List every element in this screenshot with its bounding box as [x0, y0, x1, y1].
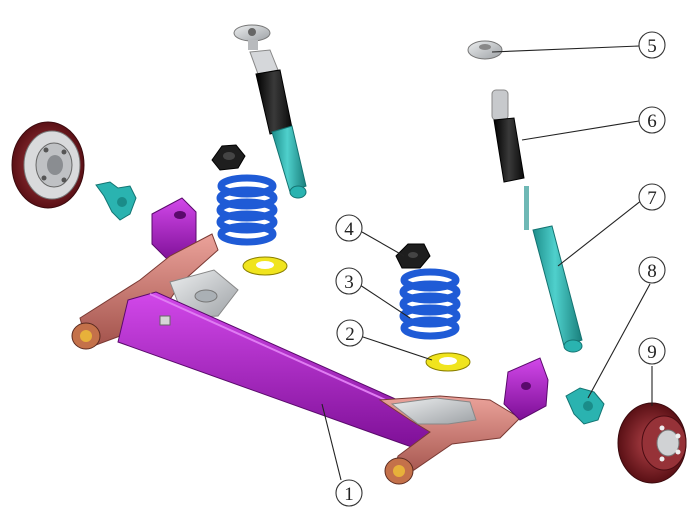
- left-brake-drum: [11, 121, 85, 209]
- left-wheel-hub: [95, 181, 137, 221]
- callout-9-label: 9: [647, 342, 657, 363]
- leader-3: [359, 284, 411, 319]
- left-coil-spring: [216, 174, 278, 246]
- leader-1: [321, 403, 342, 481]
- wheel-hub: [565, 387, 605, 425]
- top-mount: [467, 40, 503, 60]
- callout-6: 6: [638, 106, 666, 134]
- callout-5-label: 5: [647, 36, 657, 57]
- callout-7-label: 7: [647, 188, 657, 209]
- dust-boot: [491, 89, 525, 183]
- right-shock-absorber: [524, 186, 583, 353]
- callout-7: 7: [638, 183, 666, 211]
- bump-stop: [395, 243, 431, 269]
- leader-4: [361, 231, 405, 257]
- callout-4: 4: [335, 214, 363, 242]
- coil-spring: [399, 268, 461, 340]
- callout-3: 3: [335, 267, 363, 295]
- callout-8: 8: [638, 256, 666, 284]
- leader-6: [521, 120, 640, 141]
- callout-9: 9: [638, 337, 666, 365]
- rear-axle-beam: [71, 197, 549, 485]
- leader-8: [587, 283, 651, 399]
- callout-5: 5: [638, 31, 666, 59]
- leader-2: [359, 335, 433, 361]
- left-shock-absorber: [233, 24, 307, 199]
- callout-4-label: 4: [344, 219, 354, 240]
- leader-7: [557, 199, 643, 267]
- callout-1-label: 1: [344, 484, 354, 505]
- left-spring-seat: [242, 256, 288, 276]
- callout-6-label: 6: [647, 111, 657, 132]
- brake-drum: [617, 402, 687, 484]
- spring-seat: [425, 352, 471, 372]
- leader-5: [491, 45, 640, 53]
- callout-2: 2: [336, 319, 364, 347]
- leader-lines: [321, 45, 653, 481]
- callout-1: 1: [335, 479, 363, 507]
- callout-8-label: 8: [647, 261, 657, 282]
- callout-2-label: 2: [345, 324, 355, 345]
- left-bump-stop: [211, 144, 246, 171]
- callout-3-label: 3: [344, 272, 354, 293]
